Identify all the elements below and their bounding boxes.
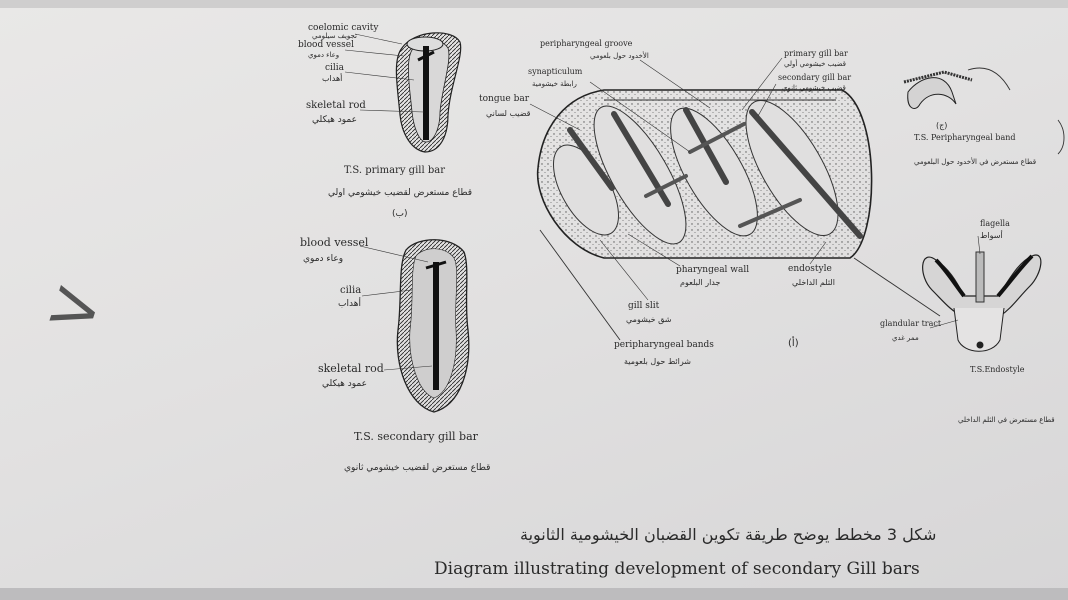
labels-ar-skeletal-rod-label: عمود هيكلي <box>322 379 367 389</box>
labels-flagella-label: flagella <box>980 219 1010 228</box>
secondary-caption-ar: قطاع مستعرض لقضيب خيشومي ثانوي <box>344 463 490 473</box>
labels-ar-synapticulum-label: رابطة خيشومية <box>532 80 577 88</box>
labels-peripharyngeal-groove-label: peripharyngeal groove <box>540 39 633 48</box>
pharynx-drawing: (أ) <box>538 87 940 349</box>
labels-skeletal-rod-label: skeletal rod <box>318 362 384 375</box>
secondary-gill-bar-drawing <box>397 240 468 412</box>
labels-blood-vessel-label: blood vessel <box>298 40 354 50</box>
peripharyngeal-letter-label: (ج) <box>936 121 947 130</box>
labels-ar-glandular-tract-label: ممر غدي <box>892 334 919 342</box>
labels-ar-coelomic-cavity-label: تجويف سيلومي <box>312 32 357 40</box>
labels-secondary-gill-bar-label: secondary gill bar <box>778 73 851 82</box>
labels-primary-gill-bar-label: primary gill bar <box>784 49 848 58</box>
caption-arabic: شكل 3 مخطط يوضح طريقة تكوين القضبان الخي… <box>520 525 936 545</box>
labels-ar-pharyngeal-wall-label: جدار البلعوم <box>680 278 720 287</box>
primary-caption: T.S. primary gill bar <box>344 165 445 176</box>
labels-ar-flagella-label: أسواط <box>980 230 1003 240</box>
labels-ar-secondary-gill-bar-label: قضيب خيشومي ثانوي <box>782 84 846 92</box>
labels-skeletal-rod-label: skeletal rod <box>306 100 366 111</box>
labels-ar-primary-gill-bar-label: قضيب خيشومي أولي <box>784 59 846 68</box>
labels-pharyngeal-wall-label: pharyngeal wall <box>676 265 749 275</box>
peripharyngeal-caption-label: T.S. Peripharyngeal band <box>914 133 1016 142</box>
peripharyngeal-caption-ar-label: قطاع مستعرض في الأخدود حول البلعومي <box>914 157 1036 166</box>
fig-b-letter: (ب) <box>392 209 408 219</box>
labels-ar-cilia-label: أهداب <box>338 297 361 309</box>
secondary-caption: T.S. secondary gill bar <box>354 430 479 443</box>
labels-endostyle-label: endostyle <box>788 264 832 274</box>
caption-english: Diagram illustrating development of seco… <box>434 559 920 579</box>
labels-blood-vessel-label: blood vessel <box>300 236 369 249</box>
primary-gill-bar-drawing <box>396 33 460 152</box>
labels-ar-tongue-bar-label: قضيب لساني <box>486 109 531 118</box>
peripharyngeal-band-labels: (ج) T.S. Peripharyngeal band قطاع مستعرض… <box>914 121 1036 166</box>
margin-mark: V <box>40 281 114 338</box>
labels-ar-gill-slit-label: شق خيشومي <box>626 315 672 324</box>
labels-ar-peripharyngeal-bands-label: شرائط حول بلعومية <box>624 357 691 366</box>
endostyle-drawing <box>923 236 1041 351</box>
primary-caption-ar: قطاع مستعرض لقضيب خيشومي اولي <box>328 188 472 198</box>
labels-cilia-label: cilia <box>325 63 345 73</box>
labels-ar-skeletal-rod-label: عمود هيكلي <box>312 115 357 125</box>
endostyle-caption-label: T.S.Endostyle <box>970 365 1025 374</box>
labels-tongue-bar-label: tongue bar <box>479 94 530 104</box>
labels-cilia-label: cilia <box>340 285 361 296</box>
labels-ar-cilia-label: أهداب <box>322 73 342 83</box>
labels-glandular-tract-label: glandular tract <box>880 319 942 328</box>
labels-peripharyngeal-bands-label: peripharyngeal bands <box>614 340 714 350</box>
labels-synapticulum-label: synapticulum <box>528 67 583 76</box>
labels-ar-blood-vessel-label: وعاء دموي <box>308 51 339 59</box>
labels-gill-slit-label: gill slit <box>628 301 660 311</box>
labels-ar-peripharyngeal-groove-label: الأخدود حول بلعومي <box>590 51 649 60</box>
labels-ar-endostyle-label: الثلم الداخلي <box>792 278 835 287</box>
labels-ar-blood-vessel-label: وعاء دموي <box>303 254 343 264</box>
fig-a-letter: (أ) <box>788 336 799 349</box>
endostyle-caption-ar-label: قطاع مستعرض في الثلم الداخلي <box>958 416 1055 424</box>
